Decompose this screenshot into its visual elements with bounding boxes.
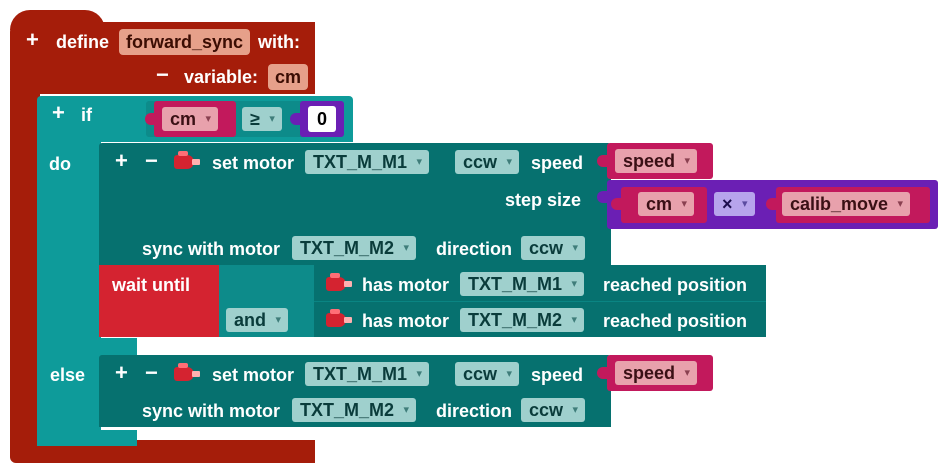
else-label: else xyxy=(50,365,86,385)
var-connector xyxy=(145,113,155,125)
motor-icon xyxy=(174,150,200,172)
motor-minus-icon[interactable]: − xyxy=(145,360,158,385)
motor-icon xyxy=(326,308,352,330)
step-a-dropdown[interactable]: cm xyxy=(638,192,695,216)
sync-direction-dropdown[interactable]: ccw xyxy=(521,236,586,260)
variable-label: variable: xyxy=(184,67,259,87)
motor-icon xyxy=(174,362,200,384)
motor-select-dropdown[interactable]: TXT_M_M1 xyxy=(305,362,430,386)
step-size-label: step size xyxy=(505,190,582,210)
set-motor-label: set motor xyxy=(212,153,295,173)
step-b-connector xyxy=(766,198,776,210)
param-name-field[interactable]: cm xyxy=(268,64,309,90)
remove-param-minus-icon[interactable]: − xyxy=(156,62,169,87)
multiply-op-dropdown[interactable]: × xyxy=(714,192,755,216)
speed-var-dropdown[interactable]: speed xyxy=(615,149,698,173)
sync-direction-dropdown[interactable]: ccw xyxy=(521,398,586,422)
with-label: with: xyxy=(258,32,300,52)
has-motor-label: has motor xyxy=(362,275,450,295)
if-label: if xyxy=(81,105,92,125)
sync-motor-dropdown[interactable]: TXT_M_M2 xyxy=(292,398,417,422)
if-footer xyxy=(37,430,137,446)
speed-connector xyxy=(597,367,607,379)
step-connector xyxy=(597,191,607,203)
speed-var-dropdown[interactable]: speed xyxy=(615,361,698,385)
wait-until-label: wait until xyxy=(112,275,190,295)
step-a-connector xyxy=(611,198,621,210)
define-label: define xyxy=(56,32,110,52)
procedure-hat-top xyxy=(10,10,105,30)
procedure-name-field[interactable]: forward_sync xyxy=(119,29,251,55)
reached-position-label: reached position xyxy=(603,311,748,331)
motor-icon xyxy=(326,272,352,294)
direction-label: direction xyxy=(436,239,513,259)
speed-label: speed xyxy=(531,365,584,385)
motor-plus-icon[interactable]: + xyxy=(115,360,128,385)
logic-op-dropdown[interactable]: and xyxy=(226,308,289,332)
motor-plus-icon[interactable]: + xyxy=(115,148,128,173)
condition-var-dropdown[interactable]: cm xyxy=(162,107,219,131)
motor-minus-icon[interactable]: − xyxy=(145,148,158,173)
sync-label: sync with motor xyxy=(142,239,281,259)
if-spine xyxy=(37,140,101,446)
speed-label: speed xyxy=(531,153,584,173)
do-label: do xyxy=(49,154,71,174)
reached-position-label: reached position xyxy=(603,275,748,295)
procedure-body-spine xyxy=(10,90,40,450)
set-motor-label: set motor xyxy=(212,365,295,385)
direction-select-dropdown[interactable]: ccw xyxy=(455,150,520,174)
direction-label: direction xyxy=(436,401,513,421)
if-else-divider xyxy=(37,338,137,356)
sync-label: sync with motor xyxy=(142,401,281,421)
speed-connector xyxy=(597,155,607,167)
wait-until-block[interactable] xyxy=(99,265,219,337)
has-motor-b-dropdown[interactable]: TXT_M_M2 xyxy=(460,308,585,332)
motor-select-dropdown[interactable]: TXT_M_M1 xyxy=(305,150,430,174)
sync-motor-dropdown[interactable]: TXT_M_M2 xyxy=(292,236,417,260)
number-field[interactable]: 0 xyxy=(308,106,336,132)
has-motor-a-dropdown[interactable]: TXT_M_M1 xyxy=(460,272,585,296)
math-connector xyxy=(290,113,300,125)
has-motor-label: has motor xyxy=(362,311,450,331)
expand-plus-icon[interactable]: + xyxy=(26,27,39,52)
direction-select-dropdown[interactable]: ccw xyxy=(455,362,520,386)
if-expand-plus-icon[interactable]: + xyxy=(52,100,65,125)
step-b-dropdown[interactable]: calib_move xyxy=(782,192,911,216)
compare-op-dropdown[interactable]: ≥ xyxy=(242,107,282,131)
